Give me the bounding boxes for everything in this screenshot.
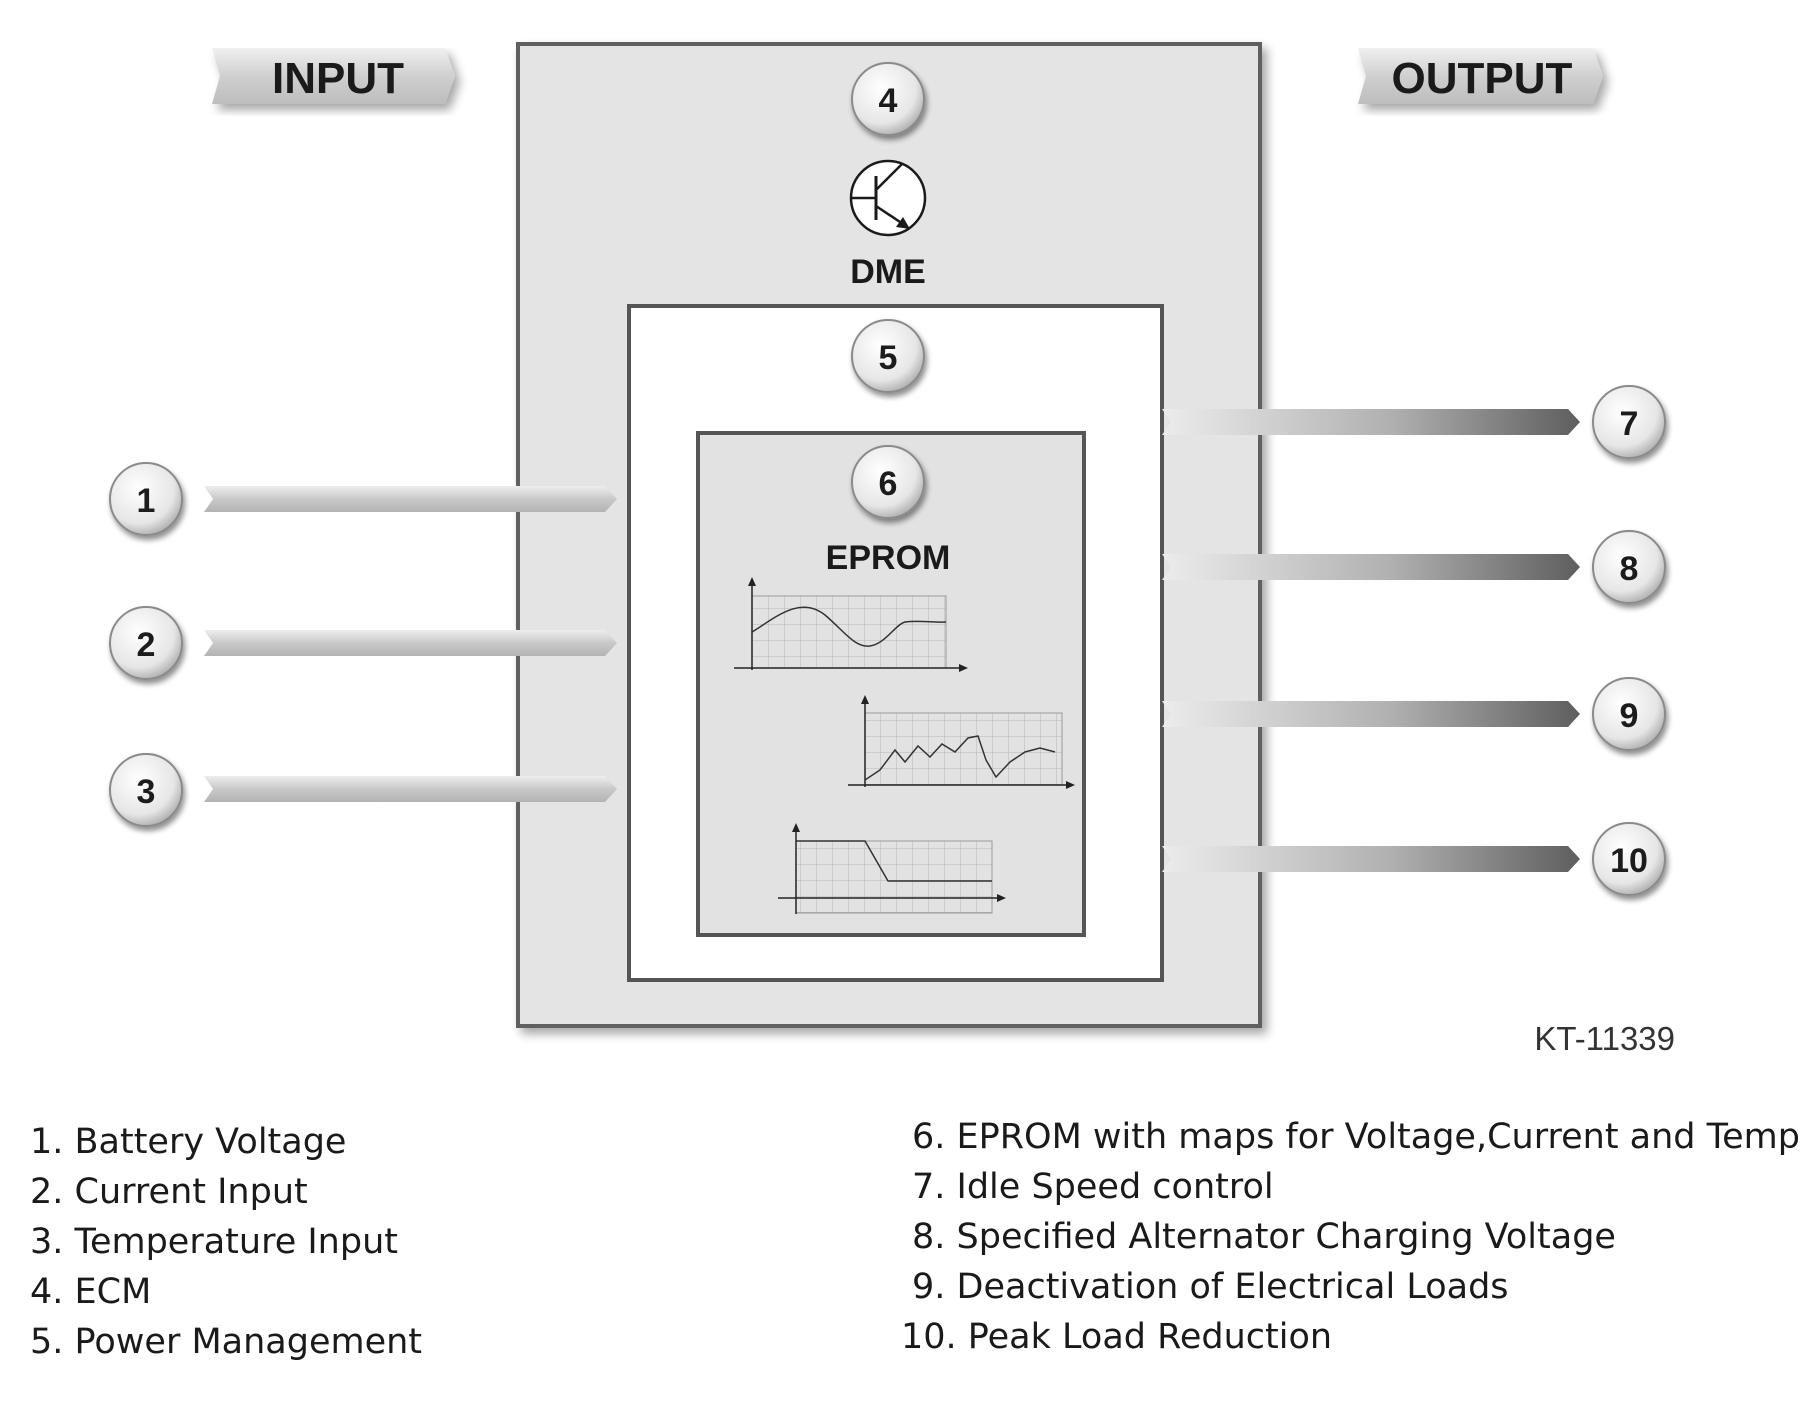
badge-2: 2 (109, 606, 183, 680)
badge-4: 4 (851, 62, 925, 136)
badge-8-number: 8 (1620, 550, 1639, 588)
output-arrow-7 (1162, 409, 1580, 435)
badge-10-number: 10 (1610, 842, 1648, 880)
input-banner: INPUT (212, 48, 455, 104)
badge-9: 9 (1592, 677, 1666, 751)
legend-item-current-input: 2. Current Input (30, 1172, 308, 1212)
eprom-map-temperature (778, 823, 1006, 914)
legend-item-ecm: 4. ECM (30, 1272, 152, 1312)
transistor-icon (849, 159, 927, 237)
badge-8: 8 (1592, 530, 1666, 604)
badge-6: 6 (851, 445, 925, 519)
badge-1: 1 (109, 462, 183, 536)
input-arrow-1 (204, 486, 617, 512)
badge-5: 5 (851, 319, 925, 393)
legend-item-eprom: 6. EPROM with maps for Voltage,Current a… (912, 1117, 1800, 1157)
legend-item-load-deactivation: 9. Deactivation of Electrical Loads (912, 1267, 1509, 1307)
legend-item-temperature-input: 3. Temperature Input (30, 1222, 398, 1262)
output-banner: OUTPUT (1358, 48, 1603, 104)
output-arrow-9 (1162, 701, 1580, 727)
output-arrow-10 (1162, 846, 1580, 872)
badge-3-number: 3 (137, 773, 156, 811)
badge-7-number: 7 (1620, 405, 1639, 443)
badge-10: 10 (1592, 822, 1666, 896)
legend-item-peak-load: 10. Peak Load Reduction (901, 1317, 1333, 1357)
badge-3: 3 (109, 753, 183, 827)
legend-item-charging-voltage: 8. Specified Alternator Charging Voltage (912, 1217, 1616, 1257)
badge-2-number: 2 (137, 626, 156, 664)
input-arrow-2 (204, 630, 617, 656)
output-arrow-8 (1162, 554, 1580, 580)
legend-item-power-management: 5. Power Management (30, 1322, 423, 1362)
badge-4-number: 4 (879, 82, 898, 120)
dme-label: DME (850, 253, 926, 291)
badge-5-number: 5 (879, 339, 898, 377)
badge-9-number: 9 (1620, 697, 1639, 735)
input-label: INPUT (272, 54, 404, 103)
output-label: OUTPUT (1392, 54, 1573, 103)
eprom-map-voltage (734, 577, 968, 672)
badge-7: 7 (1592, 385, 1666, 459)
eprom-label: EPROM (826, 539, 951, 577)
legend-item-idle-speed: 7. Idle Speed control (912, 1167, 1274, 1207)
legend-item-battery-voltage: 1. Battery Voltage (30, 1122, 347, 1162)
badge-6-number: 6 (879, 465, 898, 503)
input-arrow-3 (204, 776, 617, 802)
badge-1-number: 1 (137, 482, 156, 520)
figure-code: KT-11339 (1534, 1020, 1675, 1057)
eprom-map-current (848, 695, 1075, 789)
